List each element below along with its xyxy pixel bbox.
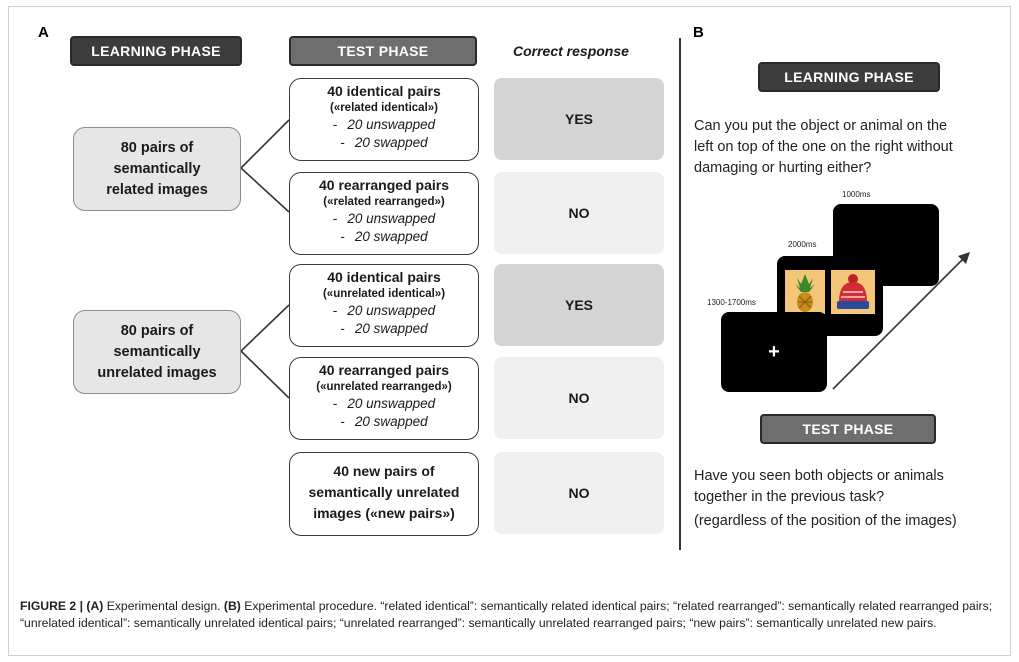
connector-line xyxy=(240,304,290,352)
test-box-item: -20 swapped xyxy=(340,229,428,244)
response-box: NO xyxy=(494,452,664,534)
test-box-line: semantically unrelated xyxy=(308,484,460,500)
test-box-title: 40 rearranged pairs xyxy=(319,177,449,193)
figure-caption: FIGURE 2 | (A) Experimental design. (B) … xyxy=(20,598,1005,632)
test-phase-header: TEST PHASE xyxy=(289,36,477,66)
panel-b-label: B xyxy=(693,24,704,41)
test-box-related-rearranged: 40 rearranged pairs («related rearranged… xyxy=(289,172,479,255)
woolly-hat-icon xyxy=(837,274,869,309)
fixation-cross: + xyxy=(768,340,780,363)
test-box-item: -20 unswapped xyxy=(332,117,436,132)
timing-label-first: 1300-1700ms xyxy=(707,298,756,307)
group-line: 80 pairs of xyxy=(120,322,194,339)
related-images-group: 80 pairs of semantically related images xyxy=(73,127,241,211)
connector-line xyxy=(240,350,290,399)
figure-frame xyxy=(8,6,1011,656)
test-box-line: 40 new pairs of xyxy=(333,463,435,479)
test-box-item: -20 swapped xyxy=(340,135,428,150)
response-box: NO xyxy=(494,172,664,254)
response-box: YES xyxy=(494,264,664,346)
test-box-item: -20 unswapped xyxy=(332,303,436,318)
test-question: Have you seen both objects or animals to… xyxy=(694,466,957,532)
test-box-subtitle: («unrelated identical») xyxy=(322,288,446,300)
connector-line xyxy=(240,119,290,169)
test-box-subtitle: («related identical») xyxy=(329,102,438,114)
question-line: left on top of the one on the right with… xyxy=(694,139,953,155)
pineapple-icon xyxy=(795,274,815,312)
caption-a-text: Experimental design. xyxy=(103,599,224,613)
question-line: Have you seen both objects or animals xyxy=(694,468,944,484)
pineapple-image xyxy=(785,270,825,314)
question-line: (regardless of the position of the image… xyxy=(694,513,957,529)
test-box-line: images («new pairs») xyxy=(313,505,455,521)
group-line: semantically xyxy=(113,343,201,360)
learning-phase-header: LEARNING PHASE xyxy=(70,36,242,66)
group-line: unrelated images xyxy=(97,364,217,381)
unrelated-images-group: 80 pairs of semantically unrelated image… xyxy=(73,310,241,394)
learning-question: Can you put the object or animal on the … xyxy=(694,116,953,179)
caption-b-text: Experimental procedure. “related identic… xyxy=(20,599,993,630)
correct-response-header: Correct response xyxy=(513,43,629,59)
timing-label-third: 1000ms xyxy=(842,190,871,199)
test-box-title: 40 identical pairs xyxy=(327,83,441,99)
test-box-new-pairs: 40 new pairs of semantically unrelated i… xyxy=(289,452,479,536)
test-box-item: -20 unswapped xyxy=(332,396,436,411)
group-line: semantically xyxy=(113,160,201,177)
figure-label: FIGURE 2 | xyxy=(20,599,87,613)
test-box-unrelated-identical: 40 identical pairs («unrelated identical… xyxy=(289,264,479,347)
group-line: related images xyxy=(106,181,208,198)
panel-divider xyxy=(679,38,681,550)
connector-line xyxy=(240,167,290,213)
test-box-item: -20 swapped xyxy=(340,321,428,336)
question-line: together in the previous task? xyxy=(694,489,885,505)
test-box-item: -20 swapped xyxy=(340,414,428,429)
caption-a-label: (A) xyxy=(86,599,104,613)
question-line: Can you put the object or animal on the xyxy=(694,118,948,134)
group-line: 80 pairs of xyxy=(120,139,194,156)
b-learning-phase-header: LEARNING PHASE xyxy=(758,62,940,92)
test-box-unrelated-rearranged: 40 rearranged pairs («unrelated rearrang… xyxy=(289,357,479,440)
question-line: damaging or hurting either? xyxy=(694,160,872,176)
panel-a-label: A xyxy=(38,24,49,41)
b-test-phase-header: TEST PHASE xyxy=(760,414,936,444)
response-box: YES xyxy=(494,78,664,160)
test-box-title: 40 rearranged pairs xyxy=(319,362,449,378)
fixation-screen: + xyxy=(721,312,827,392)
test-box-subtitle: («related rearranged») xyxy=(323,196,445,208)
hat-image xyxy=(831,270,875,314)
response-box: NO xyxy=(494,357,664,439)
test-box-title: 40 identical pairs xyxy=(327,269,441,285)
test-box-subtitle: («unrelated rearranged») xyxy=(316,381,452,393)
timing-label-second: 2000ms xyxy=(788,240,817,249)
test-box-item: -20 unswapped xyxy=(332,211,436,226)
caption-b-label: (B) xyxy=(223,599,241,613)
test-box-related-identical: 40 identical pairs («related identical»)… xyxy=(289,78,479,161)
